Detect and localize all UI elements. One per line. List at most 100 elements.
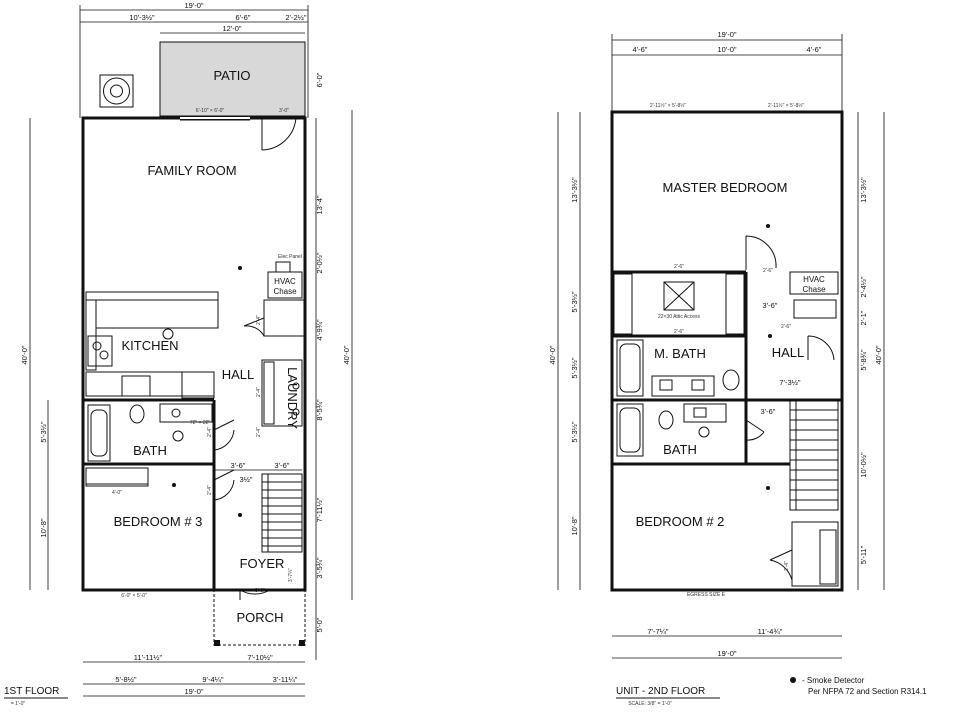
upper-cabinets	[85, 291, 219, 301]
range	[121, 375, 151, 397]
room-label-hall-1f: HALL	[222, 367, 255, 382]
dim-d-2-4d: 2'-4"	[256, 427, 262, 437]
vanity-master	[651, 375, 715, 397]
room-label-m-bath: M. BATH	[654, 346, 706, 361]
dim-right-f-2f: 5'-11"	[859, 545, 868, 564]
dim-top-a-2f: 4'-6"	[633, 45, 648, 54]
label-hvac-2f: HVAC	[803, 275, 825, 284]
dim-bottom-c-1f: 5'-8½"	[115, 675, 137, 684]
dim-overall-depth-2f-right: 40'-0"	[874, 345, 883, 364]
label-chase-2f: Chase	[802, 285, 826, 294]
dim-d-2-4-2f: 2'-4"	[784, 561, 790, 571]
dim-left-d-2f: 5'-3½"	[570, 421, 579, 443]
dim-bottom-e-1f: 3'-11¼"	[273, 675, 298, 684]
dim-right-b-1f: 2'-0½"	[315, 252, 324, 274]
legend-per: Per NFPA 72 and Section R314.1	[808, 687, 927, 696]
smoke-detector-icon	[790, 677, 796, 683]
hvac-chase-2f	[789, 271, 839, 295]
dim-patio-width: 12'-0"	[222, 24, 241, 33]
dim-left-b-2f: 5'-3½"	[570, 291, 579, 313]
label-elec-panel: Elec Panel	[278, 254, 302, 260]
dim-overall-width-1f: 19'-0"	[184, 1, 203, 10]
dim-foyer-side: 3'-7¼"	[288, 568, 294, 582]
dim-top-b-2f: 10'-0"	[717, 45, 736, 54]
dim-right-a-2f: 13'-3½"	[859, 177, 868, 203]
bathtub-master	[616, 339, 644, 397]
porch-outline	[213, 589, 306, 646]
toilet-master	[722, 369, 740, 391]
dim-bottom-a-1f: 11'-11½"	[134, 653, 163, 662]
first-floor-scale: = 1'-0"	[11, 701, 25, 707]
dim-overall-width-2f: 19'-0"	[717, 30, 736, 39]
dim-right-e-1f: 7'-11½"	[315, 497, 324, 522]
vanity-2f	[683, 403, 727, 423]
dim-bottom-b-2f: 11'-4¾"	[758, 627, 783, 636]
dim-overall-depth-1f: 40'-0"	[20, 345, 29, 364]
first-floor-title: 1ST FLOOR	[4, 686, 59, 697]
dim-patio-depth: 6'-0"	[315, 72, 324, 87]
label-chase-1f: Chase	[273, 287, 297, 296]
bathtub-2f	[616, 403, 644, 457]
dim-overall-depth-1f-right: 40'-0"	[342, 345, 351, 364]
room-label-patio: PATIO	[213, 68, 250, 83]
dim-left-e-2f: 10'-8"	[570, 516, 579, 535]
dim-top-c-1f: 2'-2½"	[285, 13, 307, 22]
dim-top-b-1f: 6'-6"	[236, 13, 251, 22]
dim-right-b-2f: 2'-4½"	[859, 276, 868, 298]
bathtub-1f	[87, 404, 111, 462]
room-label-foyer: FOYER	[240, 556, 285, 571]
dim-patio-door: 6'-10" × 6'-0"	[196, 108, 225, 114]
ac-unit	[99, 74, 134, 108]
room-label-bedroom3: BEDROOM # 3	[114, 514, 203, 529]
dim-bottom-a-2f: 7'-7¼"	[647, 627, 669, 636]
dim-window-a-2f: 2'-11½" × 5'-8½"	[650, 102, 687, 109]
room-label-kitchen: KITCHEN	[121, 338, 178, 353]
dim-right-c-2f: 2'-1"	[859, 310, 868, 325]
laundry-room	[261, 359, 303, 427]
dim-bottom-b-1f: 7'-10½"	[247, 653, 273, 662]
dim-bottom-overall-1f: 19'-0"	[184, 687, 203, 696]
kitchen-sink	[87, 335, 113, 367]
dim-d-2-6b: 2'-6"	[674, 329, 684, 335]
vanity-1f	[159, 403, 213, 423]
closet-bedroom3	[85, 467, 149, 487]
label-attic: 22×30 Attic Access	[658, 314, 701, 320]
dim-left-bed-1f: 10'-8"	[39, 518, 48, 537]
dim-d-2-4b: 2'-4"	[256, 387, 262, 397]
dim-right-a-1f: 13'-4"	[315, 195, 324, 214]
second-floor-title: UNIT - 2ND FLOOR	[616, 686, 705, 697]
label-egress: EGRESS SIZE E	[687, 592, 726, 598]
dim-vanity: 72" × 22"	[190, 420, 211, 426]
patio-slab	[159, 41, 306, 117]
dim-d-2-6d: 2'-6"	[781, 324, 791, 330]
dim-right-g-1f: 5'-0"	[315, 617, 324, 632]
dim-d-2-4e: 2'-4"	[207, 485, 213, 495]
dim-bed-window: 6'-0" × 5'-0"	[121, 593, 147, 599]
room-label-bath-2f: BATH	[663, 442, 697, 457]
first-floor-plan: 19'-0" 10'-3½" 6'-6" 2'-2½" 12'-0" PATIO…	[4, 1, 353, 707]
dim-d-3-6a: 3'-6"	[763, 301, 778, 310]
dim-bottom-d-1f: 9'-4¼"	[202, 675, 224, 684]
dim-right-d-2f: 5'-8¾"	[859, 349, 868, 371]
second-floor-plan: 19'-0" 4'-6" 10'-0" 4'-6" 2'-11½" × 5'-8…	[548, 30, 927, 707]
dim-top-a-1f: 10'-3½"	[129, 13, 155, 22]
dim-left-a-2f: 13'-3½"	[570, 177, 579, 203]
dim-overall-depth-2f: 40'-0"	[548, 345, 557, 364]
room-label-master-bedroom: MASTER BEDROOM	[663, 180, 788, 195]
staircase-1f	[261, 473, 303, 553]
room-label-bedroom2: BEDROOM # 2	[636, 514, 725, 529]
room-label-bath-1f: BATH	[133, 443, 167, 458]
toilet-2f	[658, 410, 674, 430]
dim-d-7-3: 7'-3½"	[779, 378, 801, 387]
room-label-family-room: FAMILY ROOM	[147, 163, 236, 178]
dim-window-b-2f: 2'-11½" × 5'-8½"	[768, 102, 805, 109]
exterior-walls-2f	[610, 110, 844, 592]
dim-left-bath-1f: 5'-3½"	[39, 421, 48, 443]
room-label-porch: PORCH	[237, 610, 284, 625]
dim-bath-3-6: 3'-6"	[231, 461, 246, 470]
dim-d-2-6a: 2'-6"	[674, 264, 684, 270]
dim-foyer-door: 3'-0"	[255, 588, 265, 594]
dim-d-3-6b: 3'-6"	[761, 407, 776, 416]
legend-smoke: - Smoke Detector	[802, 676, 865, 685]
dim-right-c-1f: 4'-9¾"	[315, 319, 324, 341]
